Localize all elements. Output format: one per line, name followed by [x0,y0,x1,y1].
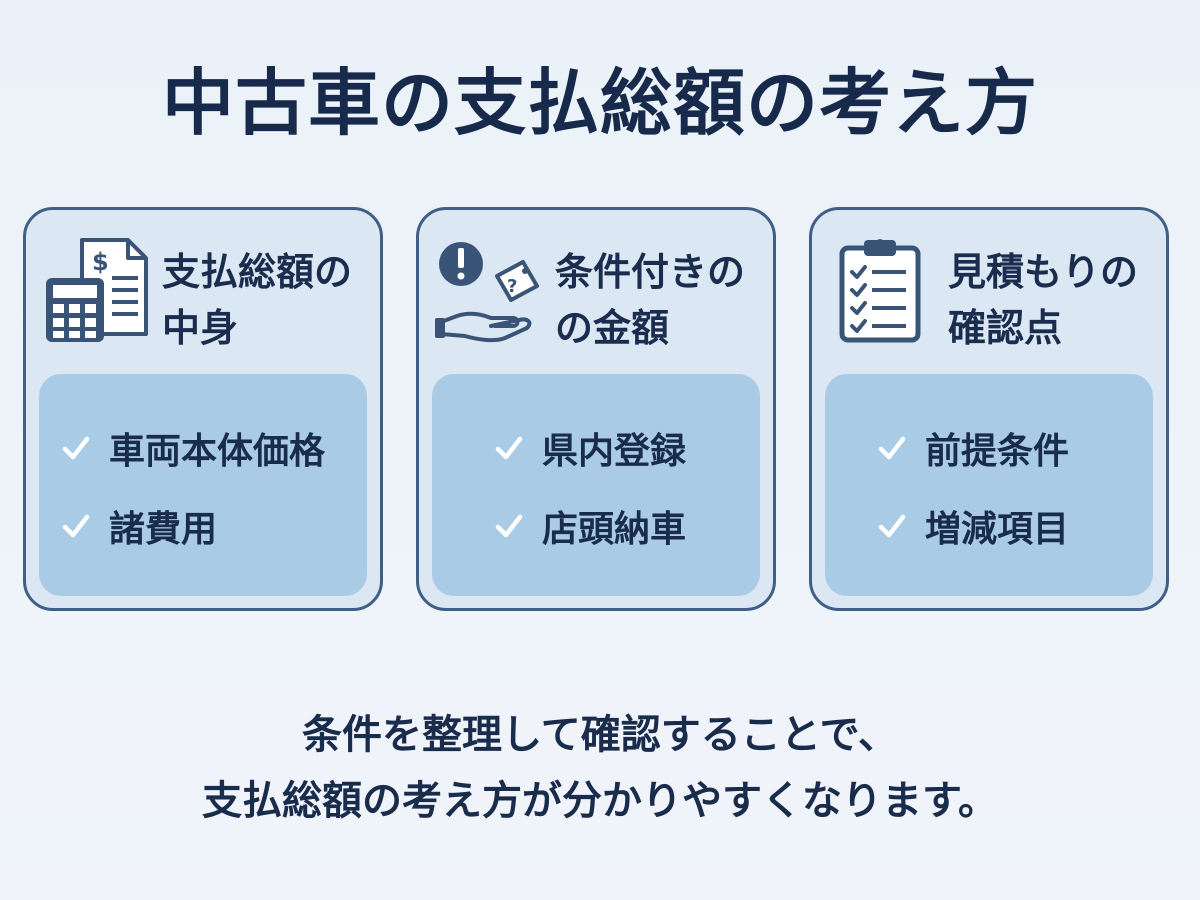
checklist-item-label: 店頭納車 [542,509,687,550]
card-heading-line: 支払総額の [162,250,353,294]
checklist-item-label: 車両本体価格 [109,431,326,472]
card-payment-breakdown: $ 支払総額の 中身 車両本 [23,207,383,611]
checklist-item: 前提条件 [877,422,1147,474]
page-title: 中古車の支払総額の考え方 [161,61,1038,145]
checklist-item-label: 県内登録 [542,431,687,472]
checklist-item: 県内登録 [494,422,754,474]
card-heading-line: 見積もりの [948,250,1139,294]
check-icon [877,433,907,463]
hand-price-tag-alert-icon: ? [435,234,545,346]
check-icon [494,433,524,463]
check-icon [61,433,91,463]
card-conditional-price: ? 条件付きの の金額 県内登録 店頭納車 [416,207,776,611]
check-icon [494,511,524,541]
summary-line: 支払総額の考え方が分かりやすくなります。 [202,778,998,824]
card-checklist-panel: 車両本体価格 諸費用 [39,374,367,596]
checklist-item: 車両本体価格 [61,422,361,474]
card-checklist-panel: 県内登録 店頭納車 [432,374,760,596]
calculator-receipt-icon: $ [42,234,152,346]
card-heading-line: の金額 [555,306,670,350]
checklist-item-label: 諸費用 [109,509,218,550]
card-heading: 条件付きの の金額 [555,244,765,356]
svg-text:$: $ [92,248,109,276]
check-icon [61,511,91,541]
card-heading: 見積もりの 確認点 [948,244,1158,356]
checklist-item: 店頭納車 [494,500,754,552]
checklist-item: 増減項目 [877,500,1147,552]
card-heading-line: 確認点 [948,306,1063,350]
clipboard-checklist-icon [828,234,938,346]
checklist-item-label: 前提条件 [925,431,1070,472]
summary-line: 条件を整理して確認することで、 [302,712,898,758]
card-heading: 支払総額の 中身 [162,244,372,356]
summary-text: 条件を整理して確認することで、 支払総額の考え方が分かりやすくなります。 [0,702,1200,834]
card-estimate-checkpoints: 見積もりの 確認点 前提条件 増減項目 [809,207,1169,611]
check-icon [877,511,907,541]
card-checklist-panel: 前提条件 増減項目 [825,374,1153,596]
svg-text:?: ? [507,276,517,297]
checklist-item: 諸費用 [61,500,361,552]
card-heading-line: 中身 [162,306,239,350]
checklist-item-label: 増減項目 [925,509,1070,550]
card-heading-line: 条件付きの [555,250,746,294]
